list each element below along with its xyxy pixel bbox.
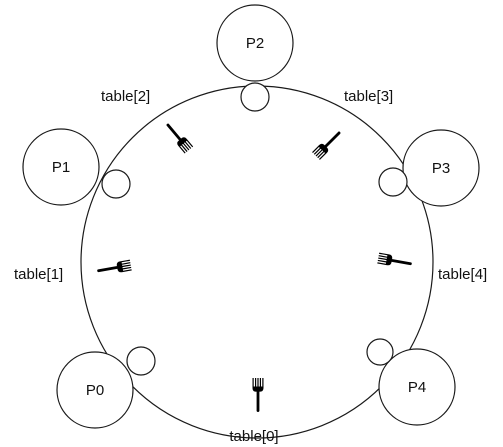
philosopher-p3-plate xyxy=(378,167,408,197)
fork-3-label: table[3] xyxy=(344,88,393,105)
fork-1-label: table[1] xyxy=(14,266,63,283)
philosopher-p4-plate xyxy=(366,338,394,366)
fork-4-label: table[4] xyxy=(438,266,487,283)
philosopher-p1-circle[interactable] xyxy=(22,128,100,206)
fork-2-label: table[2] xyxy=(101,88,150,105)
philosopher-p0-label: P0 xyxy=(86,382,104,399)
philosopher-p2-label: P2 xyxy=(246,35,264,52)
philosopher-p0-plate xyxy=(126,346,156,376)
philosopher-p1-label: P1 xyxy=(52,159,70,176)
philosopher-p1-plate xyxy=(101,169,131,199)
philosopher-p2-circle[interactable] xyxy=(216,4,294,82)
philosopher-p4-circle[interactable] xyxy=(378,348,456,426)
philosopher-p0-circle[interactable] xyxy=(56,351,134,429)
philosopher-p2-plate xyxy=(240,82,270,112)
fork-0-label: table[0] xyxy=(229,428,278,445)
philosopher-p4-label: P4 xyxy=(408,379,426,396)
philosopher-p3-circle[interactable] xyxy=(402,129,480,207)
philosopher-p3-label: P3 xyxy=(432,160,450,177)
